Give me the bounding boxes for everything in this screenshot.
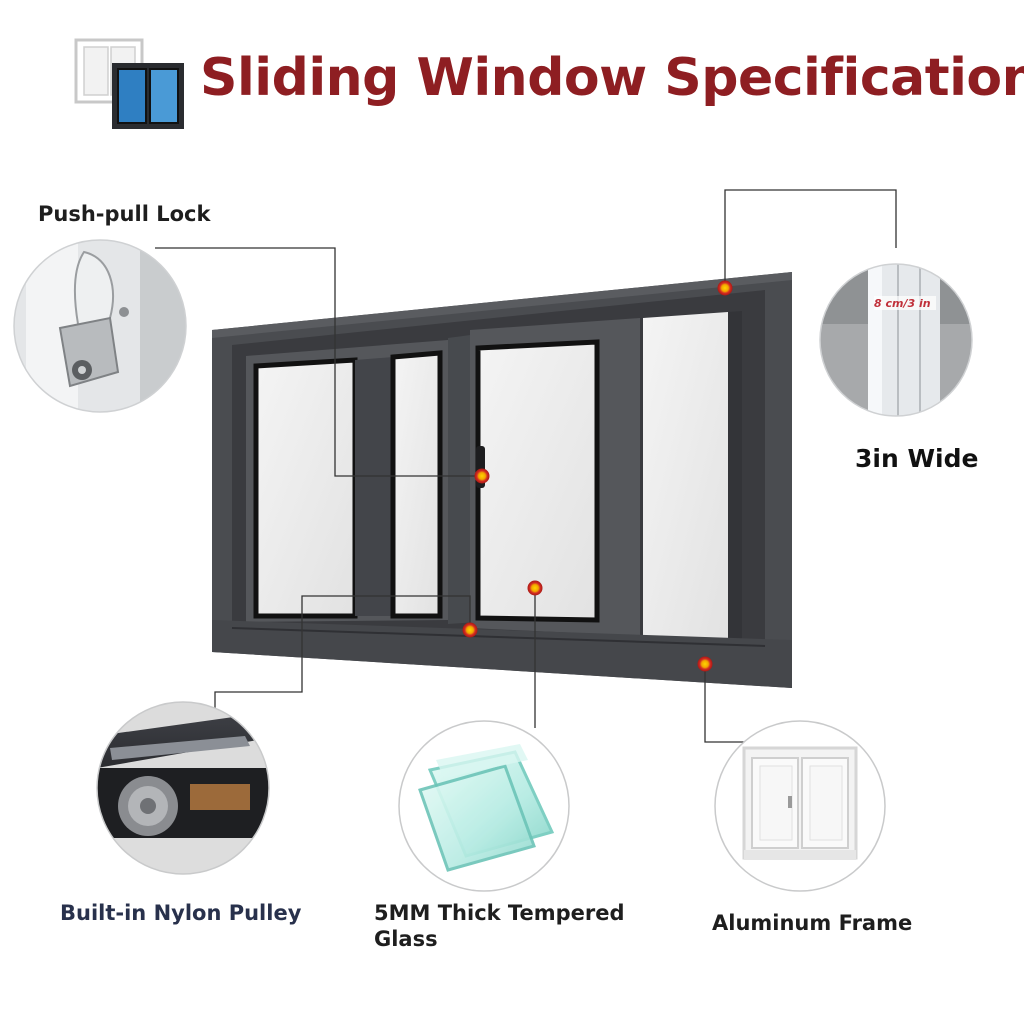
right-pane-glass	[643, 312, 728, 644]
marker-width	[717, 280, 733, 296]
lock-handle-icon	[13, 239, 187, 413]
sliding-window-illustration	[212, 272, 792, 688]
label-aluminum-frame: Aluminum Frame	[712, 911, 913, 935]
marker-pulley	[462, 622, 478, 638]
white-window-icon	[714, 720, 886, 892]
glass-pane-icon	[398, 720, 570, 892]
callout-lines	[155, 189, 897, 743]
label-push-pull-lock: Push-pull Lock	[38, 202, 211, 226]
callout-markers	[462, 280, 733, 672]
label-tempered-glass-line2: Glass	[374, 927, 438, 952]
pulley-icon	[96, 701, 270, 875]
frame-profile-icon: 8 cm/3 in	[819, 263, 973, 417]
label-tempered-glass: 5MM Thick Tempered Glass	[374, 900, 624, 953]
header-logo-icon	[74, 38, 184, 129]
marker-lock	[474, 468, 490, 484]
marker-frame	[697, 656, 713, 672]
profile-measure-text: 8 cm/3 in	[874, 297, 931, 310]
label-nylon-pulley: Built-in Nylon Pulley	[60, 901, 302, 925]
marker-glass	[527, 580, 543, 596]
label-tempered-glass-line1: 5MM Thick Tempered	[374, 901, 625, 925]
page-title: Sliding Window Specification	[200, 48, 1024, 108]
label-3in-wide: 3in Wide	[855, 444, 979, 473]
